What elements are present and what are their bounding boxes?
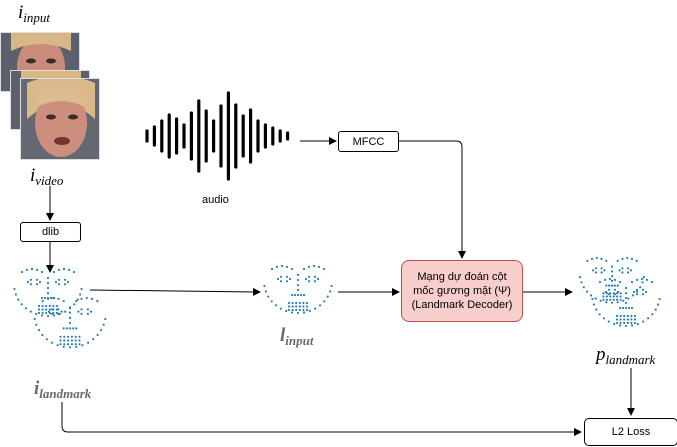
landmark-decoder-box: Mạng dự đoán cột mốc gương mặt (Ψ) (Land… — [401, 260, 523, 322]
l-input-label: linput — [280, 325, 314, 348]
l2-loss-box: L2 Loss — [584, 418, 677, 446]
video-face-image-front — [20, 78, 100, 160]
p-landmark-label: plandmark — [596, 344, 656, 367]
landmark-dots-icon — [13, 256, 661, 349]
i-landmark-label: ilandmark — [34, 378, 92, 401]
arrow-landmark-to-linput — [89, 287, 261, 296]
arrow-ilandmark-to-loss — [61, 402, 582, 436]
decoder-line-1: Mạng dự đoán cột — [417, 271, 507, 283]
waveform-icon — [145, 91, 290, 181]
decoder-line-3: (Landmark Decoder) — [411, 299, 513, 311]
i-input-label: iinput — [18, 2, 51, 25]
decoder-line-2: mốc gương mặt (Ψ) — [413, 285, 511, 297]
arrow-mfcc-to-decoder — [399, 140, 466, 259]
audio-label: audio — [202, 194, 229, 206]
dlib-box: dlib — [20, 222, 81, 242]
mfcc-box: MFCC — [338, 131, 399, 152]
i-video-label: ivideo — [30, 165, 64, 188]
